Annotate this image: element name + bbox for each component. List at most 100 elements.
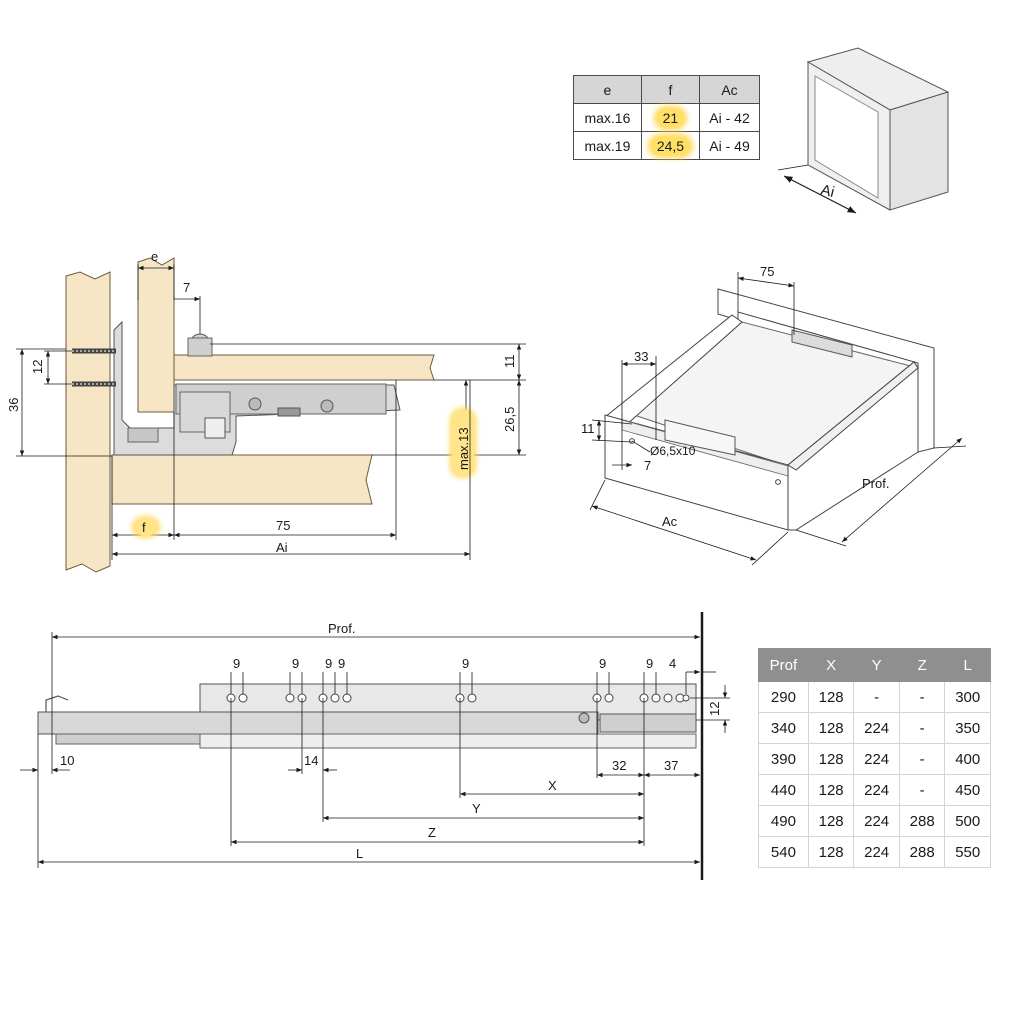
hole-label-5: 9 xyxy=(462,656,469,671)
table-cell: 290 xyxy=(758,681,809,713)
table-cell: 490 xyxy=(758,805,809,837)
hole-label-1: 9 xyxy=(233,656,240,671)
table-cell: 288 xyxy=(898,805,946,837)
hole-label-6: 9 xyxy=(599,656,606,671)
table-prof-header-cell: Y xyxy=(853,648,900,682)
dim-12-cross: 12 xyxy=(30,360,45,374)
runner-dim-10: 10 xyxy=(60,753,74,768)
hole-label-7: 9 xyxy=(646,656,653,671)
table-cell: - xyxy=(853,681,900,713)
table-cell: 128 xyxy=(807,681,855,713)
table-ef: e f Ac max.16 21 Ai - 42 max.19 24,5 Ai … xyxy=(573,75,760,160)
table-cell: - xyxy=(898,681,946,713)
table-cell: 128 xyxy=(807,805,855,837)
runner-dim-l: L xyxy=(356,846,363,861)
dim-11-cross: 11 xyxy=(502,355,517,369)
runner-drawer-rail xyxy=(37,711,599,735)
table-row: 440 128 224 - 450 xyxy=(758,774,991,806)
runner-dim-37: 37 xyxy=(664,758,678,773)
runner-dim-14: 14 xyxy=(304,753,318,768)
table-prof-header-cell: X xyxy=(807,648,855,682)
drawer-dim-ac: Ac xyxy=(662,514,678,529)
table-cell: 128 xyxy=(807,743,855,775)
drawer-dim-7: 7 xyxy=(644,458,651,473)
runner-side-view: 9 9 9 9 9 9 9 4 12 Prof. 10 14 xyxy=(20,612,730,880)
cabinet-side-wall xyxy=(65,271,111,573)
drawer-bottom-panel xyxy=(173,354,435,381)
hole-label-2: 9 xyxy=(292,656,299,671)
runner-dim-4: 4 xyxy=(669,656,676,671)
dim-36: 36 xyxy=(6,398,21,412)
table-cell: - xyxy=(898,774,946,806)
drawer-dim-11: 11 xyxy=(581,421,595,436)
highlight-value: 21 xyxy=(656,108,685,127)
table-prof: Prof X Y Z L 290 128 - - 300 340 128 224… xyxy=(758,648,991,868)
table-row: 340 128 224 - 350 xyxy=(758,712,991,744)
table-cell: Ai - 49 xyxy=(699,131,760,160)
table-cell: 224 xyxy=(853,805,900,837)
table-cell-highlighted: 21 xyxy=(640,103,701,132)
table-row: 390 128 224 - 400 xyxy=(758,743,991,775)
drawer-dim-hole: Ø6,5x10 xyxy=(650,444,696,458)
dim-max13: max.13 xyxy=(456,427,471,470)
dim-75-cross: 75 xyxy=(276,518,290,533)
drawer-dim-prof: Prof. xyxy=(862,476,889,491)
table-cell: 224 xyxy=(853,743,900,775)
table-prof-header-cell: Prof xyxy=(758,648,809,682)
table-cell: 500 xyxy=(944,805,991,837)
table-cell: - xyxy=(898,712,946,744)
dim-26-5: 26,5 xyxy=(502,407,517,432)
table-cell: 128 xyxy=(807,712,855,744)
table-cell: 450 xyxy=(944,774,991,806)
table-prof-header: Prof X Y Z L xyxy=(758,648,991,682)
table-cell: 224 xyxy=(853,836,900,868)
runner-dim-12: 12 xyxy=(707,702,722,716)
table-cell: 128 xyxy=(807,774,855,806)
dim-ai-cross: Ai xyxy=(276,540,288,555)
cabinet-isometric: Ai xyxy=(777,47,950,214)
runner-dim-prof: Prof. xyxy=(328,621,355,636)
table-cell: max.16 xyxy=(573,103,642,132)
drawer-dim-33: 33 xyxy=(634,349,648,364)
cross-section-detail: e 7 12 36 11 26,5 max.13 xyxy=(6,249,526,573)
table-cell-highlighted: 24,5 xyxy=(640,131,701,160)
table-cell: 128 xyxy=(807,836,855,868)
hole-label-4: 9 xyxy=(338,656,345,671)
table-row: max.16 21 Ai - 42 xyxy=(573,103,760,132)
table-cell: 440 xyxy=(758,774,809,806)
runner-dim-32: 32 xyxy=(612,758,626,773)
dim-f: f xyxy=(142,520,146,535)
hole-label-3: 9 xyxy=(325,656,332,671)
table-ef-header-cell: f xyxy=(640,75,701,104)
table-cell: 400 xyxy=(944,743,991,775)
lower-drawer-board xyxy=(111,454,373,505)
drawer-isometric: 75 33 11 Ø6,5x10 7 Ac Prof. xyxy=(581,264,967,566)
runner-dim-z: Z xyxy=(428,825,436,840)
table-cell: 350 xyxy=(944,712,991,744)
table-cell: 340 xyxy=(758,712,809,744)
table-cell: 550 xyxy=(944,836,991,868)
table-cell: 300 xyxy=(944,681,991,713)
table-cell: - xyxy=(898,743,946,775)
table-prof-header-cell: Z xyxy=(898,648,946,682)
drawer-side-panel xyxy=(137,257,175,413)
table-ef-header-cell: e xyxy=(573,75,642,104)
drawer-dim-75: 75 xyxy=(760,264,774,279)
table-cell: 540 xyxy=(758,836,809,868)
dim-7-cross: 7 xyxy=(183,280,190,295)
table-cell: 224 xyxy=(853,774,900,806)
cabinet-ai-label: Ai xyxy=(819,181,836,201)
table-cell: 224 xyxy=(853,712,900,744)
table-ef-header-cell: Ac xyxy=(699,75,760,104)
table-prof-header-cell: L xyxy=(944,648,991,682)
table-row: 490 128 224 288 500 xyxy=(758,805,991,837)
runner-dim-y: Y xyxy=(472,801,481,816)
table-row: max.19 24,5 Ai - 49 xyxy=(573,131,760,160)
highlight-value: 24,5 xyxy=(650,136,691,155)
runner-holes xyxy=(226,693,690,703)
table-cell: 390 xyxy=(758,743,809,775)
table-cell: max.19 xyxy=(573,131,642,160)
table-cell: 288 xyxy=(898,836,946,868)
table-cell: Ai - 42 xyxy=(699,103,760,132)
